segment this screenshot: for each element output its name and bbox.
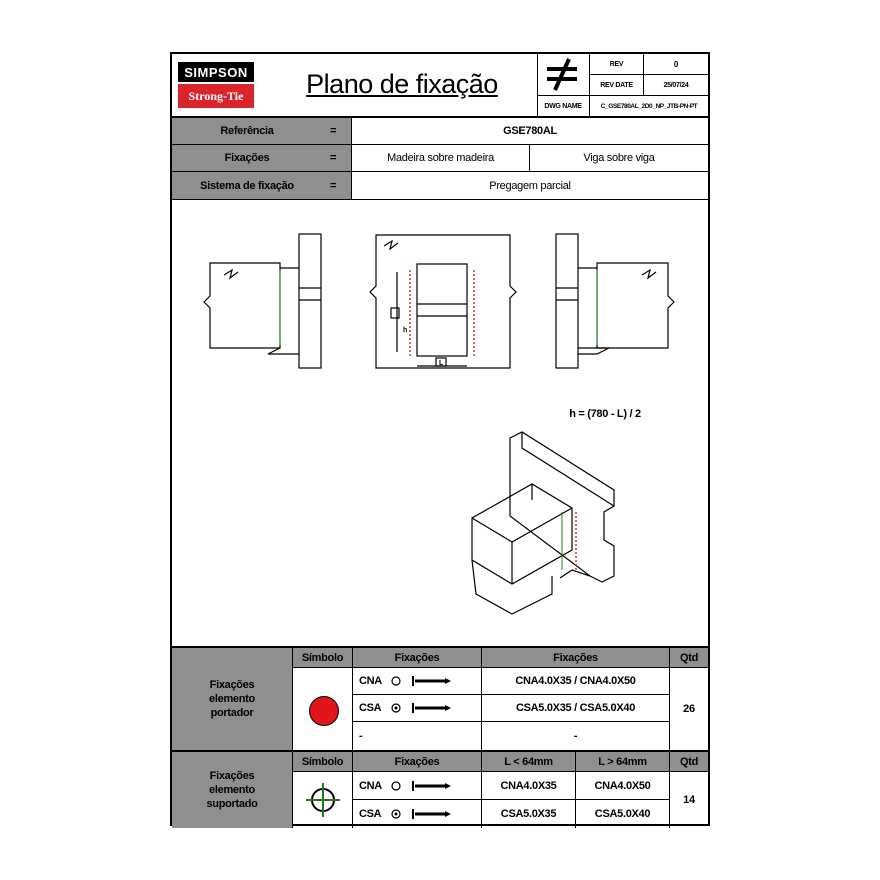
logo-strong-tie: Strong-Tie bbox=[178, 84, 254, 108]
table1-col-fix: Fixações bbox=[353, 648, 482, 668]
red-circle-symbol-icon bbox=[309, 696, 339, 726]
rev-date-value: 25/07/24 bbox=[644, 75, 708, 96]
dim-l-label: L bbox=[439, 359, 443, 367]
isometric-view bbox=[471, 431, 615, 615]
table1-col-fix2: Fixações bbox=[482, 648, 670, 668]
rev-date-label: REV DATE bbox=[590, 75, 644, 96]
not-equal-icon bbox=[547, 58, 577, 91]
rev-label: REV bbox=[590, 54, 644, 75]
table2-col-l-gt: L > 64mm bbox=[576, 752, 670, 772]
not-equal-symbol-cell bbox=[537, 54, 590, 96]
info-label-system: Sistema de fixação = bbox=[172, 172, 352, 200]
table2-label: Fixações elemento suportado bbox=[172, 752, 293, 828]
fixings-value-a: Madeira sobre madeira bbox=[352, 145, 530, 172]
table1-col-symbol: Símbolo bbox=[293, 648, 353, 668]
ring-nail-icon bbox=[391, 781, 451, 791]
table2-qty: 14 bbox=[683, 794, 695, 806]
table2-csa-lt: CSA5.0X35 bbox=[482, 800, 576, 828]
table1-row-csa: CSA bbox=[353, 695, 482, 722]
table2-col-symbol: Símbolo bbox=[293, 752, 353, 772]
table1-value-csa: CSA5.0X35 / CSA5.0X40 bbox=[482, 695, 670, 722]
screw-icon bbox=[391, 703, 451, 713]
divider bbox=[172, 750, 708, 752]
table2-csa-gt: CSA5.0X40 bbox=[576, 800, 670, 828]
dwg-name-label: DWG NAME bbox=[537, 96, 590, 116]
dim-h-label: h bbox=[403, 326, 407, 334]
h-formula: h = (780 - L) / 2 bbox=[569, 408, 641, 420]
table1-col-qty: Qtd bbox=[670, 648, 708, 668]
ring-nail-icon bbox=[391, 676, 451, 686]
table2-col-fix: Fixações bbox=[353, 752, 482, 772]
table2-symbol-cell bbox=[293, 772, 353, 828]
table2-col-l-lt: L < 64mm bbox=[482, 752, 576, 772]
page-title: Plano de fixação bbox=[306, 68, 498, 99]
table1-label: Fixações elemento portador bbox=[172, 648, 293, 750]
system-value: Pregagem parcial bbox=[352, 172, 708, 200]
info-table: Referência = GSE780AL Fixações = Madeira… bbox=[172, 118, 708, 200]
rev-value: 0 bbox=[644, 54, 708, 75]
reference-value: GSE780AL bbox=[352, 118, 708, 145]
table2-col-qty: Qtd bbox=[670, 752, 708, 772]
fixing-plan-sheet: SIMPSON Strong-Tie Plano de fixação REV … bbox=[170, 52, 710, 828]
info-label-reference: Referência = bbox=[172, 118, 352, 145]
front-view-center bbox=[369, 234, 517, 369]
info-label-fixings: Fixações = bbox=[172, 145, 352, 172]
dwg-name-value: C_GSE780AL_2D0_NP_JTB-PN-PT bbox=[600, 102, 698, 110]
table2-cna-gt: CNA4.0X50 bbox=[576, 772, 670, 800]
table1-value-empty: - bbox=[482, 722, 670, 750]
green-crosshair-symbol-icon bbox=[306, 783, 340, 817]
table1-row-empty: - bbox=[353, 722, 482, 750]
side-view-left bbox=[203, 233, 322, 369]
rev-block bbox=[537, 54, 708, 116]
table1-symbol-cell bbox=[293, 668, 353, 750]
side-view-right bbox=[555, 233, 675, 369]
table1-qty: 26 bbox=[683, 703, 695, 715]
table2-cna-lt: CNA4.0X35 bbox=[482, 772, 576, 800]
table1-row-cna: CNA bbox=[353, 668, 482, 695]
screw-icon bbox=[391, 809, 451, 819]
table1-value-cna: CNA4.0X35 / CNA4.0X50 bbox=[482, 668, 670, 695]
logo-simpson: SIMPSON bbox=[178, 62, 254, 82]
table2-row-cna: CNA bbox=[353, 772, 482, 800]
divider bbox=[172, 646, 708, 648]
technical-drawing bbox=[203, 233, 675, 615]
divider bbox=[172, 116, 708, 118]
table2-row-csa: CSA bbox=[353, 800, 482, 828]
fixings-value-b: Viga sobre viga bbox=[530, 145, 708, 172]
